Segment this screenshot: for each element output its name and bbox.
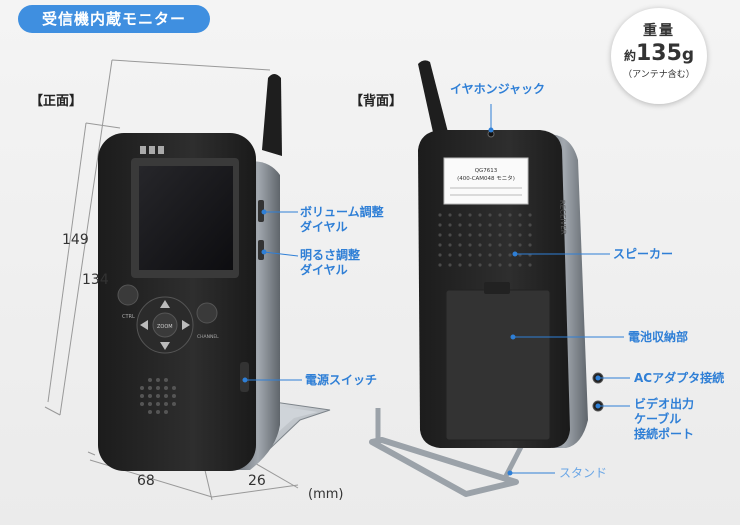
back-speaker-grille [438, 213, 532, 267]
callout-battery: 電池収納部 [628, 330, 689, 344]
back-sticker [443, 157, 529, 205]
zoom-label: ZOOM [157, 324, 173, 330]
callout-brightness-dial: 明るさ調整 ダイヤル [300, 248, 361, 277]
back-stand [369, 437, 519, 497]
dimension-lines [44, 59, 299, 501]
brightness-dial [258, 240, 264, 260]
front-antenna [262, 74, 282, 156]
dim-depth: 26 [248, 473, 266, 489]
callout-video-port: ビデオ出力 ケーブル 接続ポート [634, 397, 695, 441]
dim-unit: (mm) [308, 487, 344, 502]
weight-badge: 重量 約135g （アンテナ含む） [611, 8, 707, 104]
front-speaker-grille [140, 378, 176, 414]
weight-title: 重量 [643, 23, 675, 39]
front-device: CTRL ZOOM CHANNEL [98, 74, 331, 471]
dim-height-total: 149 [62, 232, 89, 248]
front-view-label: 【正面】 [30, 94, 83, 109]
dim-width: 68 [137, 473, 155, 489]
callout-ac-adapter: ACアダプタ接続 [634, 371, 725, 385]
title-pill: 受信機内蔵モニター [18, 5, 210, 33]
weight-unit: g [681, 45, 695, 65]
callout-lines [242, 104, 630, 476]
sticker-line1: QG7613 [475, 168, 498, 174]
volume-dial [258, 200, 264, 222]
back-antenna [418, 60, 450, 146]
callout-power-switch: 電源スイッチ [305, 373, 378, 387]
callout-stand: スタンド [559, 466, 608, 480]
channel-label: CHANNEL [197, 334, 219, 340]
weight-prefix: 約 [623, 49, 636, 63]
back-device: QG7613 (400-CAM048 モニタ) RECEIVER [369, 60, 604, 497]
callout-volume-dial: ボリューム調整 ダイヤル [300, 205, 384, 234]
side-model-label: RECEIVER [558, 200, 567, 235]
power-switch [240, 362, 249, 392]
battery-cover [445, 289, 551, 441]
weight-number: 135 [635, 41, 682, 66]
weight-value: 約135g [611, 41, 707, 66]
ctrl-button [117, 284, 139, 306]
dim-height-body: 134 [82, 272, 109, 288]
sticker-line2: (400-CAM048 モニタ) [457, 174, 515, 182]
channel-button [196, 302, 218, 324]
weight-note: （アンテナ含む） [623, 70, 695, 80]
front-screen [139, 166, 233, 270]
callout-earphone-jack: イヤホンジャック [450, 82, 546, 96]
callout-speaker: スピーカー [613, 247, 674, 261]
back-view-label: 【背面】 [350, 94, 403, 109]
ctrl-label: CTRL [122, 314, 135, 320]
